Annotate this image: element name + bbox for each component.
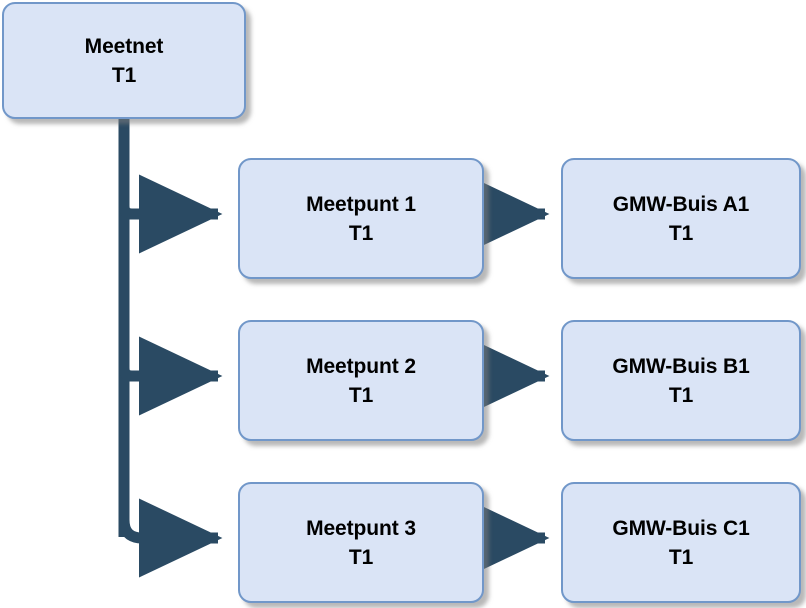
node-gmw-buis-a1-sublabel: T1 — [668, 221, 694, 245]
edge-meetnet-meetpunt-1-elbow — [118, 200, 150, 220]
node-gmw-buis-b1[interactable]: GMW-Buis B1 T1 — [561, 320, 801, 441]
node-meetnet-sublabel: T1 — [111, 63, 137, 87]
node-meetpunt-1-sublabel: T1 — [348, 221, 374, 245]
node-gmw-buis-c1[interactable]: GMW-Buis C1 T1 — [561, 482, 801, 603]
node-meetpunt-3-label: Meetpunt 3 — [306, 516, 416, 540]
node-gmw-buis-b1-label: GMW-Buis B1 — [612, 354, 750, 378]
node-gmw-buis-a1-label: GMW-Buis A1 — [612, 192, 750, 216]
edge-meetnet-meetpunt-2-elbow — [118, 362, 150, 382]
node-gmw-buis-c1-label: GMW-Buis C1 — [612, 516, 750, 540]
node-gmw-buis-b1-sublabel: T1 — [668, 383, 694, 407]
node-gmw-buis-a1[interactable]: GMW-Buis A1 T1 — [561, 158, 801, 279]
node-meetpunt-1-label: Meetpunt 1 — [306, 192, 416, 216]
node-meetpunt-2-sublabel: T1 — [348, 383, 374, 407]
node-meetnet[interactable]: Meetnet T1 — [2, 2, 246, 119]
node-meetpunt-3-sublabel: T1 — [348, 545, 374, 569]
node-gmw-buis-c1-sublabel: T1 — [668, 545, 694, 569]
node-meetpunt-3[interactable]: Meetpunt 3 T1 — [238, 482, 484, 603]
node-meetnet-label: Meetnet — [84, 34, 164, 58]
node-meetpunt-2[interactable]: Meetpunt 2 T1 — [238, 320, 484, 441]
node-meetpunt-2-label: Meetpunt 2 — [306, 354, 416, 378]
edge-meetnet-meetpunt-3 — [118, 498, 223, 578]
node-meetpunt-1[interactable]: Meetpunt 1 T1 — [238, 158, 484, 279]
